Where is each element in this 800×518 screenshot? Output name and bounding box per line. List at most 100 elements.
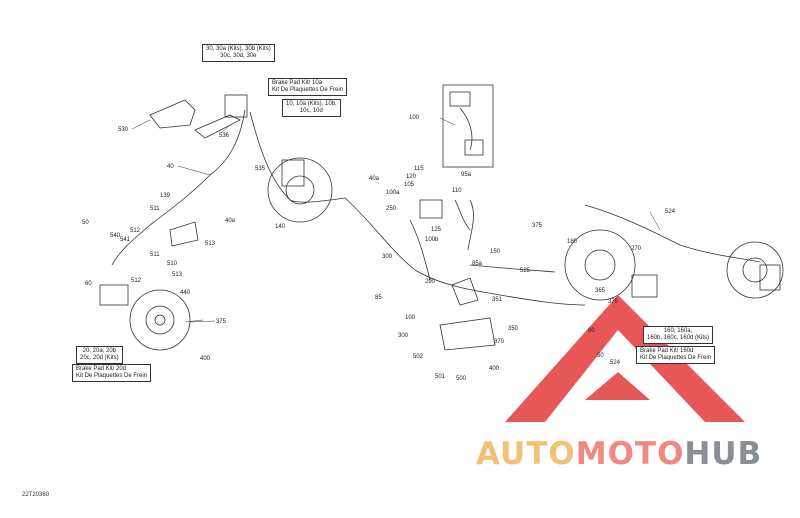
bracket-512 xyxy=(169,221,199,247)
part-number-label: 525 xyxy=(520,268,531,274)
part-number-label: 351 xyxy=(492,297,503,303)
callout-box-brake-pad-10a: Brake Pad Kit/ 10a Kit De Plaquettes De … xyxy=(268,78,348,96)
part-number-label: 501 xyxy=(435,374,446,380)
part-number-label: 110 xyxy=(452,188,462,194)
callout-text: Brake Pad Kit/ 10a xyxy=(272,80,323,86)
part-number-label: 513 xyxy=(172,272,183,278)
part-number-label: 100b xyxy=(425,237,439,243)
reservoir-100a xyxy=(419,199,443,219)
part-number-label: 150 xyxy=(490,249,501,255)
part-number-label: 375 xyxy=(532,223,543,229)
part-number-label: 375 xyxy=(216,319,227,325)
inset-box-100 xyxy=(442,84,494,168)
part-number-label: 180 xyxy=(567,239,578,245)
brake-line-524 xyxy=(584,204,761,263)
watermark-wordmark: AUTOMOTOHUB xyxy=(476,436,762,472)
part-number-label: 50 xyxy=(597,353,604,359)
callout-box-caliper-10: 10, 10a (Kits), 10b, 10c, 10d xyxy=(282,99,341,117)
part-number-label: 120 xyxy=(406,174,417,180)
callout-box-brake-pad-160d: Brake Pad Kit/ 160d Kit De Plaquettes De… xyxy=(636,346,716,364)
part-number-label: 513 xyxy=(205,241,216,247)
callout-text: 10c, 10d xyxy=(299,108,323,114)
part-number-label: 140 xyxy=(275,224,286,230)
part-number-label: 105 xyxy=(404,182,415,188)
part-number-label: 100a xyxy=(386,190,400,196)
caliper-left xyxy=(99,284,129,306)
valve-351 xyxy=(451,277,479,306)
part-number-label: 524 xyxy=(610,360,621,366)
part-number-label: 370 xyxy=(494,339,505,345)
callout-text: 160, 160a, xyxy=(663,328,693,334)
bracket-530 xyxy=(149,99,196,129)
rear-brake-disc xyxy=(726,241,784,299)
diagram-reference-code: 22T20360 xyxy=(22,492,50,498)
callout-text: 160b, 160c, 160d (Kits) xyxy=(647,335,710,341)
callout-text: 30c, 30d, 30e xyxy=(220,53,257,59)
left-brake-disc xyxy=(129,289,191,351)
part-number-label: 540 xyxy=(110,233,121,239)
watermark-logo-triangle xyxy=(505,295,745,422)
part-number-label: 510 xyxy=(167,261,178,267)
part-number-label: 350 xyxy=(508,326,519,332)
master-cylinder-30 xyxy=(224,94,248,118)
callout-text: Kit De Plaquettes De Frein xyxy=(272,87,344,93)
part-number-label: 100 xyxy=(409,115,420,121)
bracket-370 xyxy=(439,317,496,351)
watermark-word-auto: AUTO xyxy=(476,436,576,472)
part-number-label: 95a xyxy=(461,172,472,178)
watermark-word-moto: MOTO xyxy=(575,436,685,472)
part-number-label: 300 xyxy=(382,254,393,260)
brake-line-525 xyxy=(469,264,556,273)
part-number-label: 60 xyxy=(588,328,595,334)
part-number-label: 512 xyxy=(131,278,142,284)
part-number-label: 85a xyxy=(472,261,483,267)
part-number-label: 115 xyxy=(414,166,424,172)
caliper-right xyxy=(631,274,658,298)
callout-box-caliper-20: 20, 20a, 20b 20c, 20d (Kits) xyxy=(76,346,123,364)
part-number-label: 511 xyxy=(150,206,160,212)
brake-lever xyxy=(194,114,241,139)
part-number-label: 535 xyxy=(255,166,266,172)
callout-text: Brake Pad Kit/ 20d xyxy=(76,366,127,372)
part-number-label: 365 xyxy=(595,288,606,294)
callout-text: 30, 30a (Kits), 30b (Kits) xyxy=(206,46,271,52)
part-number-label: 250 xyxy=(386,206,397,212)
part-number-label: 530 xyxy=(118,127,129,133)
callout-box-brake-pad-20d: Brake Pad Kit/ 20d Kit De Plaquettes De … xyxy=(72,364,152,382)
part-number-label: 40 xyxy=(167,164,174,170)
callout-text: Kit De Plaquettes De Frein xyxy=(640,355,712,361)
right-brake-disc xyxy=(564,229,636,301)
part-number-label: 270 xyxy=(631,246,642,252)
part-number-label: 375 xyxy=(608,299,619,305)
part-number-label: 511 xyxy=(150,252,160,258)
part-number-label: 139 xyxy=(160,193,171,199)
part-number-label: 300 xyxy=(398,333,409,339)
part-number-label: 502 xyxy=(413,354,424,360)
part-number-label: 125 xyxy=(431,227,442,233)
part-number-label: 400 xyxy=(489,366,500,372)
part-number-label: 536 xyxy=(219,133,230,139)
part-number-label: 40a xyxy=(369,176,380,182)
part-number-label: 85 xyxy=(375,295,382,301)
callout-text: Brake Pad Kit/ 160d xyxy=(640,348,694,354)
hose-150 xyxy=(467,199,474,251)
part-number-label: 50 xyxy=(82,220,89,226)
brake-line-85 xyxy=(344,197,586,306)
part-number-label: 541 xyxy=(120,237,131,243)
center-brake-disc xyxy=(267,157,333,223)
callout-box-caliper-160: 160, 160a, 160b, 160c, 160d (Kits) xyxy=(643,326,714,344)
part-number-label: 290 xyxy=(425,279,436,285)
part-number-label: 100 xyxy=(405,315,416,321)
part-number-label: 400 xyxy=(200,356,211,362)
brake-line-40 xyxy=(111,109,246,266)
part-number-label: 440 xyxy=(180,290,191,296)
part-number-label: 40a xyxy=(225,218,236,224)
callout-box-master-cylinder: 30, 30a (Kits), 30b (Kits) 30c, 30d, 30e xyxy=(202,44,275,62)
part-number-label: 60 xyxy=(85,281,92,287)
callout-text: 20c, 20d (Kits) xyxy=(80,355,119,361)
part-number-label: 512 xyxy=(130,228,141,234)
caliper-center xyxy=(281,159,305,187)
callout-text: 10, 10a (Kits), 10b, xyxy=(286,101,337,107)
brake-line-main xyxy=(249,111,346,203)
